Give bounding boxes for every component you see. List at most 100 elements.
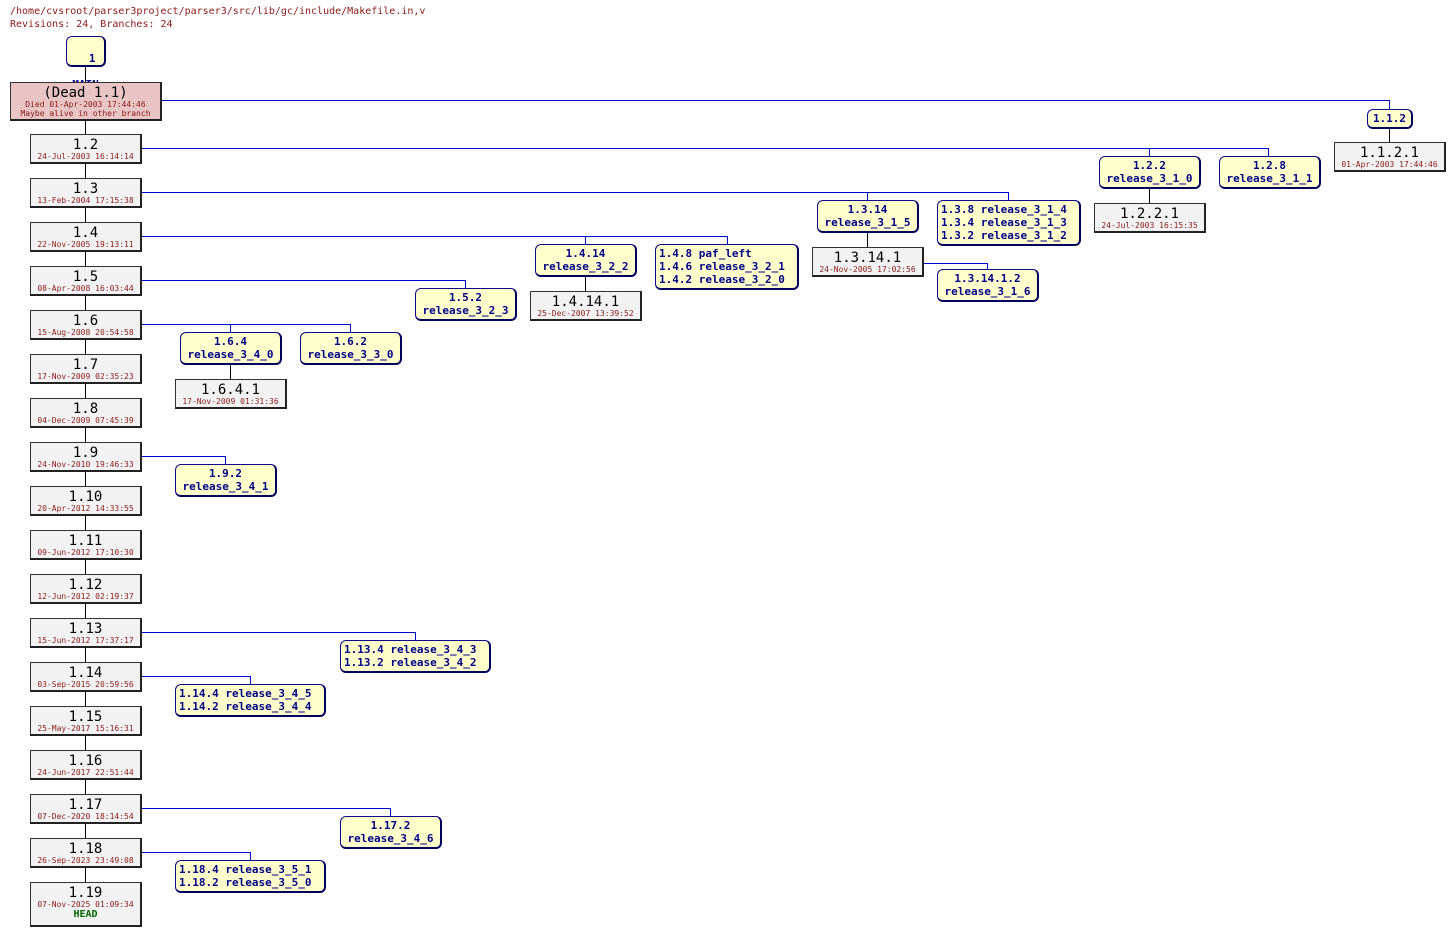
revision-date: Died 01-Apr-2003 17:44:46 (25, 100, 146, 109)
revision-date: 04-Dec-2009 07:45:39 (37, 416, 134, 425)
branch-1.3.14.1.2[interactable]: 1.3.14.1.2 release_3_1_6 (937, 269, 1039, 302)
revision-1.6.4.1[interactable]: 1.6.4.1 17-Nov-2009 01:31:36 (175, 379, 287, 409)
branch-1.13.4[interactable]: 1.13.4 release_3_4_3 1.13.2 release_3_4_… (340, 640, 491, 673)
revision-1.12[interactable]: 1.12 12-Jun-2012 02:19:37 (30, 574, 142, 604)
revision-1.17[interactable]: 1.17 07-Dec-2020 18:14:54 (30, 794, 142, 824)
revision-date: 25-May-2017 15:16:31 (37, 724, 134, 733)
edge-1.18.4 (140, 852, 251, 861)
revision-1.4[interactable]: 1.4 22-Nov-2005 19:13:11 (30, 222, 142, 252)
revision-date: 22-Nov-2005 19:13:11 (37, 240, 134, 249)
revision-date: 17-Nov-2009 01:31:36 (182, 397, 279, 406)
revision-1.3.14.1[interactable]: 1.3.14.1 24-Nov-2005 17:02:56 (812, 247, 924, 277)
revision-1.19[interactable]: 1.19 07-Nov-2025 01:09:34 HEAD (30, 882, 142, 927)
edge-1.1.2 (160, 100, 1390, 110)
edge-1.4.8 (140, 236, 728, 245)
revision-dead-1.1[interactable]: (Dead 1.1) Died 01-Apr-2003 17:44:46 May… (10, 82, 162, 121)
revision-1.5[interactable]: 1.5 08-Apr-2008 16:03:44 (30, 266, 142, 296)
revision-1.9[interactable]: 1.9 24-Nov-2010 19:46:33 (30, 442, 142, 472)
revision-date: 08-Apr-2008 16:03:44 (37, 284, 134, 293)
branch-1.4.14[interactable]: 1.4.14 release_3_2_2 (535, 244, 637, 277)
revision-number: 1.6 (72, 313, 99, 329)
branch-1.1.2[interactable]: 1.1.2 (1367, 109, 1413, 129)
main-branch-number: 1 (88, 52, 96, 65)
revision-1.10[interactable]: 1.10 20-Apr-2012 14:33:55 (30, 486, 142, 516)
revision-date: 24-Nov-2005 17:02:56 (819, 265, 916, 274)
revision-number: 1.16 (68, 753, 103, 769)
edge-1.3.8 (140, 192, 1009, 201)
revision-1.2.2.1[interactable]: 1.2.2.1 24-Jul-2003 16:15:35 (1094, 203, 1206, 233)
revision-1.2[interactable]: 1.2 24-Jul-2003 16:14:14 (30, 134, 142, 164)
edge-1.14.4 (140, 676, 251, 685)
revision-date: 13-Feb-2004 17:15:38 (37, 196, 134, 205)
edge-1.9.2 (140, 456, 226, 465)
revision-1.13[interactable]: 1.13 15-Jun-2012 17:37:17 (30, 618, 142, 648)
revision-date: 24-Jul-2003 16:14:14 (37, 152, 134, 161)
revision-date: 07-Nov-2025 01:09:34 (37, 900, 134, 909)
revision-1.4.14.1[interactable]: 1.4.14.1 25-Dec-2007 13:39:52 (530, 291, 642, 321)
main-branch-label[interactable]: 1 MAIN (66, 36, 106, 91)
revision-number: 1.12 (68, 577, 103, 593)
revision-number: 1.1.2.1 (1359, 145, 1419, 161)
revision-1.15[interactable]: 1.15 25-May-2017 15:16:31 (30, 706, 142, 736)
branch-1.3.14[interactable]: 1.3.14 release_3_1_5 (817, 200, 919, 233)
revision-number: 1.4.14.1 (551, 294, 620, 310)
revision-date: 15-Jun-2012 17:37:17 (37, 636, 134, 645)
revision-number: 1.17 (68, 797, 103, 813)
branch-1.4.8[interactable]: 1.4.8 paf_left 1.4.6 release_3_2_1 1.4.2… (655, 244, 799, 290)
file-header: /home/cvsroot/parser3project/parser3/src… (10, 5, 425, 31)
branch-1.6.2[interactable]: 1.6.2 release_3_3_0 (300, 332, 402, 365)
revision-number: 1.5 (72, 269, 99, 285)
revision-1.8[interactable]: 1.8 04-Dec-2009 07:45:39 (30, 398, 142, 428)
revision-number: 1.2 (72, 137, 99, 153)
revision-date: 24-Nov-2010 19:46:33 (37, 460, 134, 469)
revision-1.7[interactable]: 1.7 17-Nov-2009 02:35:23 (30, 354, 142, 384)
branch-1.2.2[interactable]: 1.2.2 release_3_1_0 (1099, 156, 1201, 189)
revision-1.1.2.1[interactable]: 1.1.2.1 01-Apr-2003 17:44:46 (1334, 142, 1446, 172)
revision-1.14[interactable]: 1.14 03-Sep-2015 20:59:56 (30, 662, 142, 692)
branch-1.6.4[interactable]: 1.6.4 release_3_4_0 (180, 332, 282, 365)
revision-number: 1.18 (68, 841, 103, 857)
branch-1.18.4[interactable]: 1.18.4 release_3_5_1 1.18.2 release_3_5_… (175, 860, 326, 893)
revision-date: 12-Jun-2012 02:19:37 (37, 592, 134, 601)
revision-date: 07-Dec-2020 18:14:54 (37, 812, 134, 821)
file-path: /home/cvsroot/parser3project/parser3/src… (10, 6, 426, 17)
branch-1.3.8[interactable]: 1.3.8 release_3_1_4 1.3.4 release_3_1_3 … (937, 200, 1081, 246)
revision-date: 17-Nov-2009 02:35:23 (37, 372, 134, 381)
branch-1.9.2[interactable]: 1.9.2 release_3_4_1 (175, 464, 277, 497)
edge-1.3.14.1.2 (922, 263, 988, 270)
edge-1.13.4 (140, 632, 416, 641)
revision-number: 1.8 (72, 401, 99, 417)
revision-note: Maybe alive in other branch (20, 109, 151, 118)
revision-date: 25-Dec-2007 13:39:52 (537, 309, 634, 318)
revision-1.16[interactable]: 1.16 24-Jun-2017 22:51:44 (30, 750, 142, 780)
revision-number: 1.7 (72, 357, 99, 373)
revision-number: 1.13 (68, 621, 103, 637)
revision-number: (Dead 1.1) (43, 85, 128, 101)
branch-1.14.4[interactable]: 1.14.4 release_3_4_5 1.14.2 release_3_4_… (175, 684, 326, 717)
revision-number: 1.11 (68, 533, 103, 549)
edge-1.6.2 (140, 324, 351, 333)
branch-1.17.2[interactable]: 1.17.2 release_3_4_6 (340, 816, 442, 849)
revision-date: 20-Apr-2012 14:33:55 (37, 504, 134, 513)
revision-1.18[interactable]: 1.18 26-Sep-2023 23:49:08 (30, 838, 142, 868)
revision-date: 26-Sep-2023 23:49:08 (37, 856, 134, 865)
revision-1.11[interactable]: 1.11 09-Jun-2012 17:10:30 (30, 530, 142, 560)
revision-number: 1.10 (68, 489, 103, 505)
branch-1.2.8[interactable]: 1.2.8 release_3_1_1 (1219, 156, 1321, 189)
revision-1.6[interactable]: 1.6 15-Aug-2008 20:54:58 (30, 310, 142, 340)
revision-date: 15-Aug-2008 20:54:58 (37, 328, 134, 337)
edge-1.2.8 (140, 148, 1269, 157)
revision-stats: Revisions: 24, Branches: 24 (10, 19, 173, 30)
edge-1.17.2 (140, 808, 391, 817)
revision-number: 1.4 (72, 225, 99, 241)
branch-1.5.2[interactable]: 1.5.2 release_3_2_3 (415, 288, 517, 321)
revision-number: 1.2.2.1 (1119, 206, 1179, 222)
revision-date: 24-Jun-2017 22:51:44 (37, 768, 134, 777)
revision-date: 09-Jun-2012 17:10:30 (37, 548, 134, 557)
revision-date: 24-Jul-2003 16:15:35 (1101, 221, 1198, 230)
revision-date: 01-Apr-2003 17:44:46 (1341, 160, 1438, 169)
revision-number: 1.19 (68, 885, 103, 901)
revision-number: 1.3 (72, 181, 99, 197)
revision-1.3[interactable]: 1.3 13-Feb-2004 17:15:38 (30, 178, 142, 208)
